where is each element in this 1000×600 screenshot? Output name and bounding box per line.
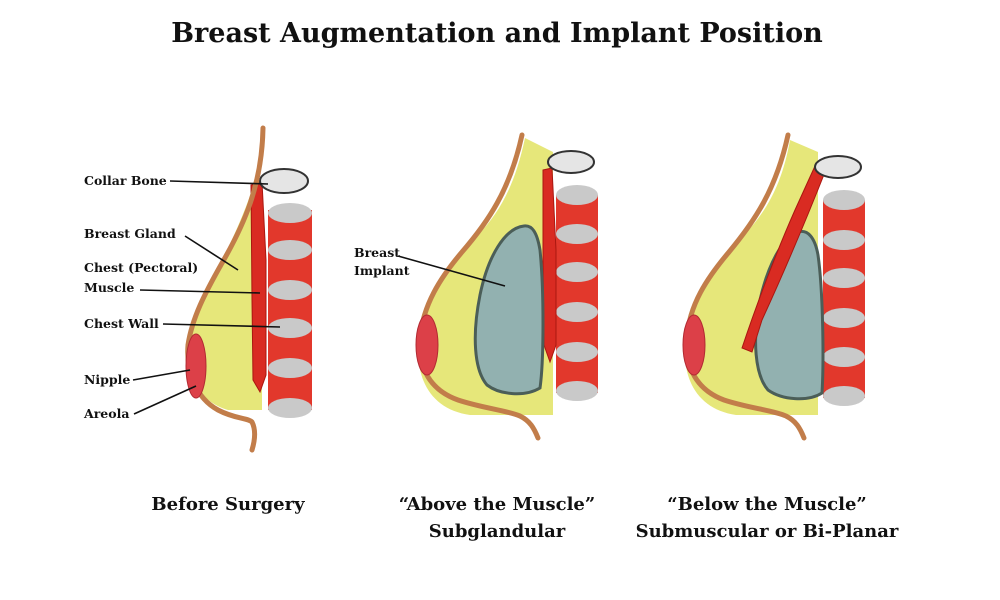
caption-before-surgery: Before Surgery	[151, 494, 305, 515]
caption-below-muscle-2: Submuscular or Bi-Planar	[636, 521, 899, 542]
label-breast-implant-2: Implant	[354, 263, 410, 278]
panel-above-muscle: Breast Implant “Above the Muscle” Subgla…	[354, 132, 598, 542]
collar-bone	[814, 155, 862, 179]
chest-wall	[556, 185, 598, 401]
breast-gland	[191, 180, 262, 410]
pectoral-muscle	[250, 181, 267, 394]
pectoral-muscle	[741, 165, 826, 353]
label-chest-muscle-2: Muscle	[84, 280, 134, 295]
collar-bone	[259, 168, 309, 194]
leader-breast-gland	[184, 235, 239, 271]
caption-above-muscle-2: Subglandular	[429, 521, 566, 542]
label-breast-gland: Breast Gland	[84, 226, 176, 241]
chest-wall	[823, 190, 865, 406]
leader-chest-muscle	[139, 289, 261, 294]
panel-below-muscle: “Below the Muscle” Submuscular or Bi-Pla…	[636, 132, 899, 542]
leader-areola	[133, 385, 197, 415]
label-chest-wall: Chest Wall	[84, 316, 159, 331]
nipple	[682, 314, 706, 376]
label-breast-implant-1: Breast	[354, 245, 400, 260]
chest-wall	[268, 203, 312, 418]
leader-collar-bone	[169, 180, 269, 185]
leader-nipple	[132, 369, 191, 381]
label-areola: Areola	[83, 406, 129, 421]
nipple	[415, 314, 439, 376]
label-nipple: Nipple	[84, 372, 130, 387]
leader-breast-implant	[397, 255, 506, 287]
panel-before-surgery: Collar Bone Breast Gland Chest (Pectoral…	[83, 125, 312, 515]
leader-chest-wall	[162, 323, 281, 328]
nipple	[185, 333, 207, 399]
collar-bone	[547, 150, 595, 174]
caption-below-muscle-1: “Below the Muscle”	[667, 494, 867, 515]
page-title: Breast Augmentation and Implant Position	[171, 18, 823, 49]
label-collar-bone: Collar Bone	[84, 173, 167, 188]
pectoral-muscle	[542, 167, 557, 364]
caption-above-muscle-1: “Above the Muscle”	[399, 494, 595, 515]
label-chest-muscle-1: Chest (Pectoral)	[84, 260, 198, 275]
